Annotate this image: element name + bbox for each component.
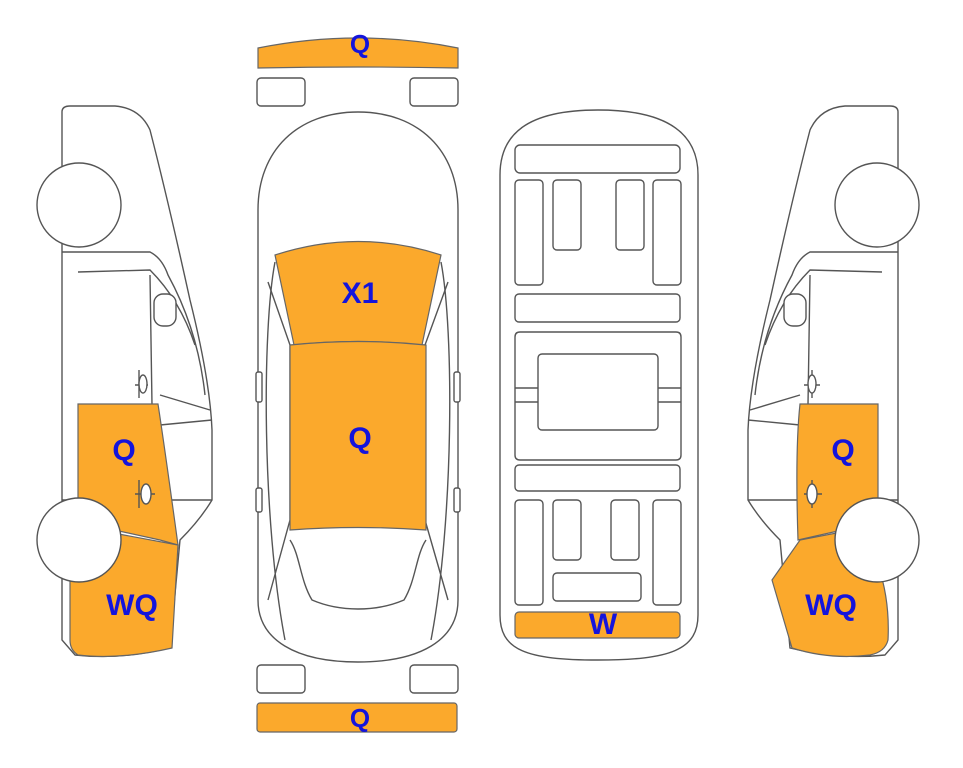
left-door-line — [149, 274, 213, 426]
underbody-front-left-rail — [514, 179, 544, 286]
front-bumper-label: Q — [350, 29, 370, 59]
underbody-front-bar — [514, 144, 681, 174]
underbody-rear-bar — [552, 572, 642, 602]
top-rear-window — [289, 539, 427, 610]
underbody-mid-frame — [514, 331, 682, 461]
right-headlight — [409, 77, 459, 107]
roof-panel — [289, 340, 427, 531]
left-front-door-handle-knob — [138, 374, 148, 394]
front-bumper-panel — [257, 37, 459, 69]
right-rear-wheel — [834, 497, 920, 583]
underbody-rear-panel — [514, 611, 681, 639]
hood-label: X1 — [342, 277, 379, 310]
left-quarter-label: WQ — [106, 589, 158, 622]
underbody-rear-right-part — [610, 499, 640, 561]
right-taillight — [409, 664, 459, 694]
right-mirror — [453, 371, 461, 403]
left-mirror — [255, 371, 263, 403]
underbody-cross-member — [514, 293, 681, 323]
left-door-label: Q — [112, 434, 135, 467]
underbody-view: W — [499, 109, 699, 661]
right-rear-door-handle-knob — [806, 483, 818, 505]
right-front-door-handle-knob — [807, 374, 817, 394]
underbody-front-right-rail — [652, 179, 682, 286]
left-rear-door-handle-knob — [140, 483, 152, 505]
top-right-side-line — [430, 261, 451, 641]
left-rear-wheel — [36, 497, 122, 583]
underbody-rear-label: W — [589, 608, 618, 641]
left-side-mirror — [153, 293, 177, 327]
underbody-front-left-part — [552, 179, 582, 251]
underbody-front-right-part — [615, 179, 645, 251]
left-side-view: Q WQ — [36, 105, 213, 658]
top-left-side-line — [265, 261, 286, 641]
left-taillight — [256, 664, 306, 694]
underbody-center-panel — [537, 353, 659, 431]
right-quarter-label: WQ — [805, 589, 857, 622]
left-rear-handle — [255, 487, 263, 513]
left-front-wheel — [36, 162, 122, 248]
top-view: Q X1 Q Q — [255, 29, 461, 733]
underbody-rear-left-part — [552, 499, 582, 561]
underbody-rear-left-rail — [514, 499, 544, 606]
right-side-view: Q WQ — [747, 105, 920, 658]
right-rear-handle — [453, 487, 461, 513]
roof-label: Q — [348, 422, 371, 455]
left-window-line — [62, 251, 206, 396]
rear-bumper-panel — [256, 702, 458, 733]
right-side-mirror — [783, 293, 807, 327]
underbody-rear-right-rail — [652, 499, 682, 606]
right-door-label: Q — [831, 434, 854, 467]
right-window-line — [754, 251, 898, 396]
underbody-rear-cross-member — [514, 464, 681, 492]
left-headlight — [256, 77, 306, 107]
underbody-mid-side-lines — [515, 387, 681, 403]
rear-bumper-label: Q — [350, 703, 370, 733]
right-front-wheel — [834, 162, 920, 248]
